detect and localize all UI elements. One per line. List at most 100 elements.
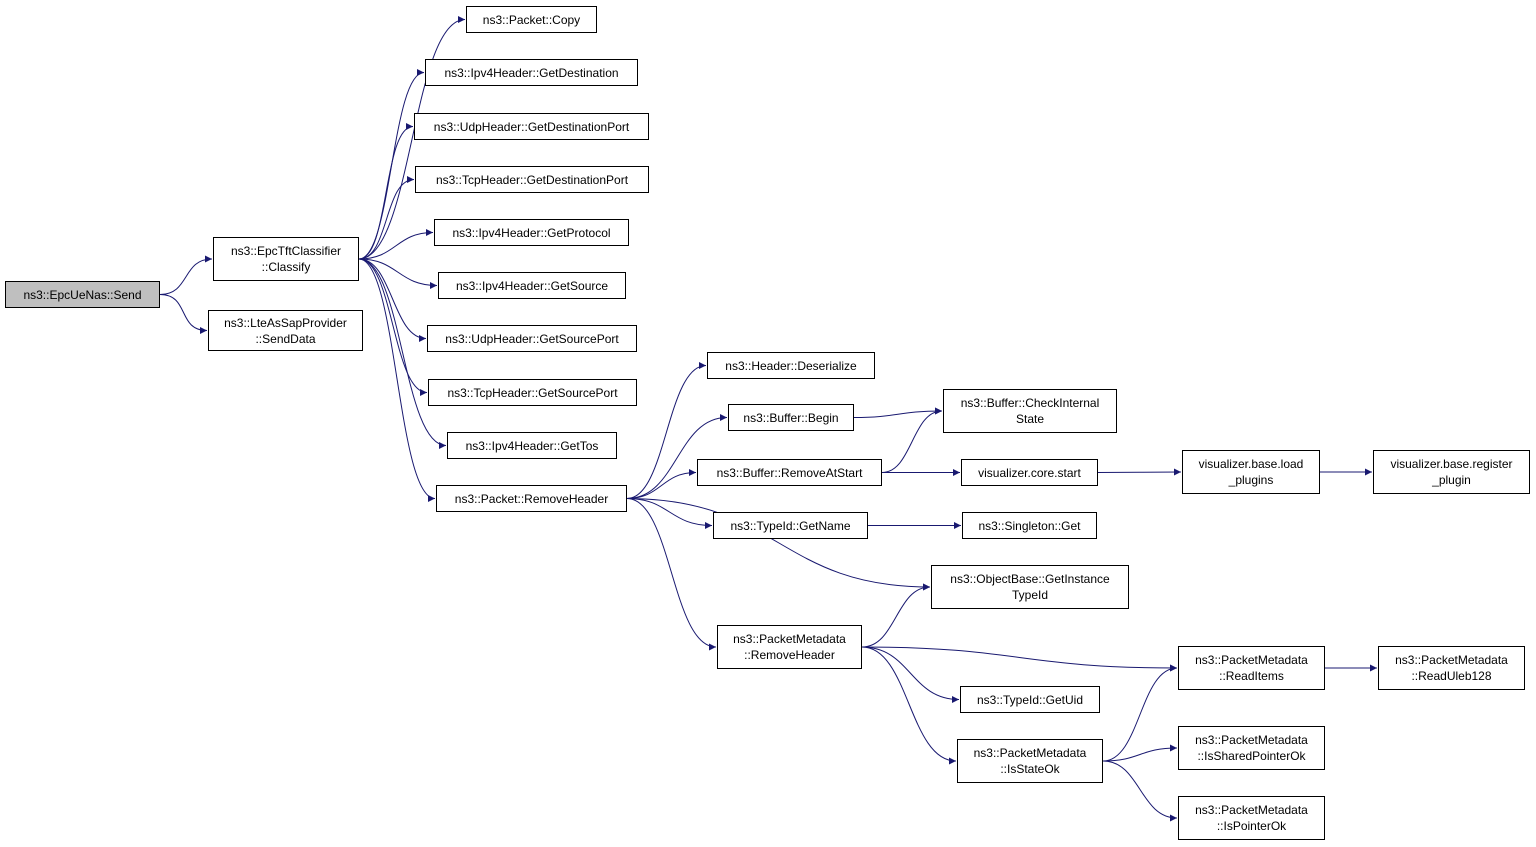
- node-label-line: ::IsPointerOk: [1216, 819, 1287, 833]
- edge-classify-to-ipv4proto: [358, 229, 434, 260]
- node-isptr[interactable]: ns3::PacketMetadata::IsPointerOk: [1178, 796, 1325, 840]
- node-label-line: ns3::EpcTftClassifier: [230, 244, 342, 258]
- node-label-line: ns3::Ipv4Header::GetProtocol: [452, 225, 611, 240]
- edge-classify-to-tcpdport: [358, 176, 415, 260]
- node-ipv4proto[interactable]: ns3::Ipv4Header::GetProtocol: [434, 219, 629, 246]
- node-label-line: ns3::UdpHeader::GetSourcePort: [445, 331, 619, 346]
- edge-pktremovehdr-to-getinstance: [626, 498, 931, 591]
- node-label-line: ::ReadUleb128: [1411, 669, 1492, 683]
- node-isstateok[interactable]: ns3::PacketMetadata::IsStateOk: [957, 739, 1103, 783]
- node-readitems[interactable]: ns3::PacketMetadata::ReadItems: [1178, 646, 1325, 690]
- node-classify[interactable]: ns3::EpcTftClassifier::Classify: [213, 237, 359, 281]
- node-label-line: _plugin: [1432, 473, 1471, 487]
- node-singleton[interactable]: ns3::Singleton::Get: [962, 512, 1097, 539]
- node-label-line: TypeId: [1011, 588, 1049, 602]
- node-label-line: ::IsSharedPointerOk: [1197, 749, 1306, 763]
- edge-pmremove-to-getinstance: [861, 583, 931, 648]
- node-tcpsport[interactable]: ns3::TcpHeader::GetSourcePort: [428, 379, 637, 406]
- edge-send-to-senddata: [159, 294, 208, 334]
- edge-classify-to-udpsport: [358, 258, 427, 342]
- edge-classify-to-copy: [358, 16, 466, 260]
- edge-pktremovehdr-to-bufremove: [626, 469, 697, 499]
- node-label-line: ns3::PacketMetadata: [1395, 653, 1508, 667]
- edge-classify-to-ipv4tos: [358, 258, 447, 449]
- node-pmremove[interactable]: ns3::PacketMetadata::RemoveHeader: [717, 625, 862, 669]
- node-ipv4tos[interactable]: ns3::Ipv4Header::GetTos: [447, 432, 617, 459]
- node-pktremovehdr[interactable]: ns3::Packet::RemoveHeader: [436, 485, 627, 512]
- node-label-line: ns3::Packet::RemoveHeader: [454, 491, 609, 506]
- node-label-line: _plugins: [1228, 473, 1274, 487]
- node-label-line: ns3::EpcUeNas::Send: [23, 287, 142, 302]
- node-vizload[interactable]: visualizer.base.load _plugins: [1182, 450, 1320, 494]
- edge-send-to-classify: [159, 255, 213, 295]
- node-label-line: ns3::TcpHeader::GetSourcePort: [447, 385, 618, 400]
- node-label-line: ::IsStateOk: [1000, 762, 1060, 776]
- node-getname[interactable]: ns3::TypeId::GetName: [713, 512, 868, 539]
- node-label-line: visualizer.base.register: [1390, 457, 1513, 471]
- edge-bufbegin-to-checkinternal: [853, 407, 943, 418]
- edge-classify-to-ipv4src: [358, 258, 438, 289]
- node-label-line: ns3::PacketMetadata: [1195, 653, 1308, 667]
- node-label-line: ::ReadItems: [1219, 669, 1284, 683]
- node-label-line: ns3::Header::Deserialize: [725, 358, 857, 373]
- edge-pmremove-to-readitems: [861, 646, 1178, 672]
- node-ipv4src[interactable]: ns3::Ipv4Header::GetSource: [438, 272, 626, 299]
- node-label-line: State: [1015, 412, 1045, 426]
- node-label-line: ::RemoveHeader: [744, 648, 835, 662]
- node-senddata[interactable]: ns3::LteAsSapProvider::SendData: [208, 310, 363, 351]
- node-udpsport[interactable]: ns3::UdpHeader::GetSourcePort: [427, 325, 637, 352]
- node-label-line: visualizer.base.load: [1198, 457, 1304, 471]
- node-label-line: ns3::Buffer::Begin: [743, 410, 839, 425]
- node-label-line: ns3::Ipv4Header::GetDestination: [444, 65, 619, 80]
- node-label-line: ns3::UdpHeader::GetDestinationPort: [433, 119, 630, 134]
- node-label-line: ns3::PacketMetadata: [733, 632, 846, 646]
- node-label-line: ns3::Singleton::Get: [978, 518, 1081, 533]
- node-getuid[interactable]: ns3::TypeId::GetUid: [960, 686, 1100, 713]
- edge-vizstart-to-vizload: [1097, 468, 1182, 476]
- edge-isstateok-to-isptr: [1102, 760, 1178, 822]
- node-label-line: ns3::Packet::Copy: [482, 12, 581, 27]
- node-label-line: ns3::PacketMetadata: [1195, 803, 1308, 817]
- edge-pktremovehdr-to-pmremove: [626, 498, 717, 651]
- edge-classify-to-tcpsport: [358, 258, 428, 396]
- edge-pmremove-to-isstateok: [861, 646, 957, 765]
- edge-pktremovehdr-to-bufbegin: [626, 414, 728, 499]
- node-label-line: visualizer.core.start: [978, 465, 1081, 480]
- node-vizreg[interactable]: visualizer.base.register _plugin: [1373, 450, 1530, 494]
- node-label-line: ns3::PacketMetadata: [1195, 733, 1308, 747]
- node-label-line: ns3::TcpHeader::GetDestinationPort: [435, 172, 629, 187]
- node-vizstart[interactable]: visualizer.core.start: [961, 459, 1098, 486]
- node-deserialize[interactable]: ns3::Header::Deserialize: [707, 352, 875, 379]
- node-issharedptr[interactable]: ns3::PacketMetadata::IsSharedPointerOk: [1178, 726, 1325, 770]
- node-label-line: ns3::ObjectBase::GetInstance: [950, 572, 1110, 586]
- node-label-line: ns3::TypeId::GetUid: [976, 692, 1084, 707]
- edge-isstateok-to-readitems: [1102, 664, 1178, 762]
- node-label-line: ns3::Ipv4Header::GetTos: [465, 438, 599, 453]
- node-tcpdport[interactable]: ns3::TcpHeader::GetDestinationPort: [415, 166, 649, 193]
- node-udpdport[interactable]: ns3::UdpHeader::GetDestinationPort: [414, 113, 649, 140]
- edge-bufremove-to-checkinternal: [881, 407, 943, 473]
- node-label-line: ns3::Ipv4Header::GetSource: [455, 278, 609, 293]
- edge-classify-to-pktremovehdr: [358, 258, 436, 502]
- node-send[interactable]: ns3::EpcUeNas::Send: [5, 281, 160, 308]
- node-label-line: ns3::Buffer::CheckInternal: [960, 396, 1100, 410]
- edge-classify-to-udpdport: [358, 123, 414, 260]
- edge-pmremove-to-getuid: [861, 646, 960, 703]
- node-readuleb[interactable]: ns3::PacketMetadata::ReadUleb128: [1378, 646, 1525, 690]
- node-label-line: ns3::LteAsSapProvider: [224, 315, 347, 330]
- node-bufbegin[interactable]: ns3::Buffer::Begin: [728, 404, 854, 431]
- edge-pktremovehdr-to-deserialize: [626, 362, 707, 499]
- node-label-line: ns3::PacketMetadata: [973, 746, 1087, 760]
- node-label-line: ns3::TypeId::GetName: [730, 518, 851, 533]
- node-label-line: ::SendData: [255, 331, 316, 346]
- edge-pktremovehdr-to-getname: [626, 498, 713, 529]
- edge-isstateok-to-issharedptr: [1102, 744, 1178, 762]
- node-bufremove[interactable]: ns3::Buffer::RemoveAtStart: [697, 459, 882, 486]
- node-ipv4dest[interactable]: ns3::Ipv4Header::GetDestination: [425, 59, 638, 86]
- node-copy[interactable]: ns3::Packet::Copy: [466, 6, 597, 33]
- node-label-line: ::Classify: [261, 260, 311, 274]
